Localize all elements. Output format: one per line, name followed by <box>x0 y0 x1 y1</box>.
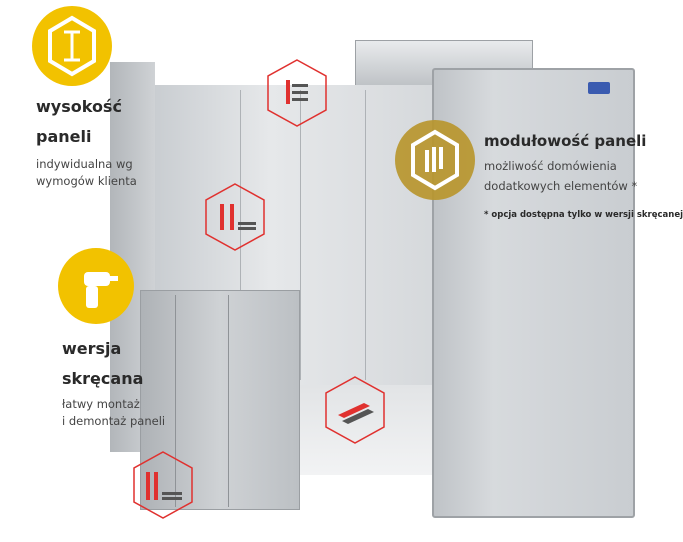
modularity-footnote: * opcja dostępna tylko w wersji skręcane… <box>484 210 683 220</box>
front-low-panels <box>140 290 300 510</box>
door-lock-badge <box>588 82 610 94</box>
bolted-title-1: wersja <box>62 339 122 358</box>
modularity-desc-2: dodatkowych elementów * <box>484 179 638 193</box>
drill-icon <box>84 272 118 308</box>
floor-panel-hex-icon <box>325 376 385 444</box>
height-feature: wysokość paneli indywidualna wg wymogów … <box>36 92 137 190</box>
wall-panel-hex-icon <box>205 183 265 251</box>
bolted-desc-1: łatwy montaż <box>62 397 140 411</box>
modularity-title: modułowość paneli <box>484 132 647 150</box>
height-desc-1: indywidualna wg <box>36 157 133 171</box>
bolted-title-2: skręcana <box>62 369 144 388</box>
height-arrow-icon <box>48 15 96 77</box>
modularity-feature: modułowość paneli możliwość domówienia d… <box>484 126 683 220</box>
modularity-feature-icon <box>395 120 475 200</box>
bolted-feature: wersja skręcana łatwy montaż i demontaż … <box>62 334 165 430</box>
height-title-2: paneli <box>36 127 92 146</box>
panels-icon <box>411 129 459 191</box>
height-feature-icon <box>32 6 112 86</box>
panel-corner-hex-icon <box>267 59 327 127</box>
modularity-desc-1: możliwość domówienia <box>484 159 617 173</box>
bolted-feature-icon <box>58 248 134 324</box>
height-title-1: wysokość <box>36 97 122 116</box>
height-desc-2: wymogów klienta <box>36 174 137 188</box>
bolted-desc-2: i demontaż paneli <box>62 414 166 428</box>
base-panel-hex-icon <box>133 451 193 519</box>
